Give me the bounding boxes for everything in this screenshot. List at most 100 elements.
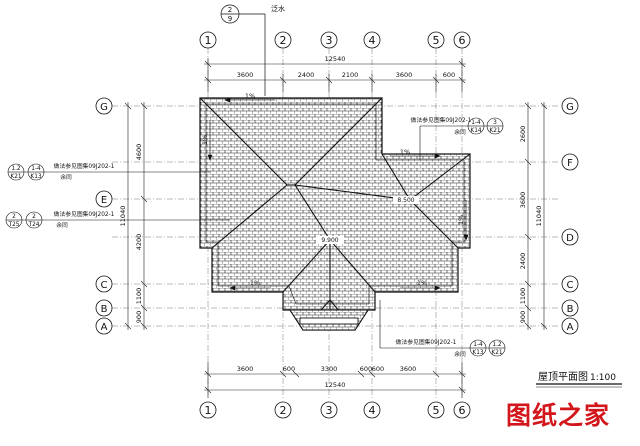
bottom-dim-4: 600 bbox=[360, 365, 372, 373]
left-note-1-tail: 余同 bbox=[60, 173, 72, 181]
left-note-2-ref-sheet: T25 bbox=[8, 222, 20, 228]
bottom-bubble-1 bbox=[199, 401, 217, 419]
left-bubble-G bbox=[95, 97, 113, 115]
slope-label-6: 1% bbox=[457, 215, 465, 225]
elevation-2: 8.500 bbox=[397, 197, 414, 204]
bottom-dim-1: 3600 bbox=[237, 365, 254, 373]
top-detail-callout bbox=[220, 4, 266, 96]
right-dim-4: 1100 bbox=[519, 288, 527, 305]
left-note-2-tail: 余同 bbox=[56, 221, 68, 229]
right-overall-dim: 11040 bbox=[535, 206, 543, 227]
left-row-bubbles bbox=[95, 97, 113, 335]
top-bubble-6 bbox=[453, 31, 471, 49]
left-bubble-B bbox=[95, 299, 113, 317]
top-detail-sheet: 9 bbox=[228, 15, 232, 23]
top-column-bubbles bbox=[199, 31, 471, 49]
bottom-bubble-3-label: 3 bbox=[326, 404, 333, 417]
top-detail-num: 2 bbox=[228, 6, 232, 14]
top-bubble-6-label: 6 bbox=[459, 34, 466, 47]
left-note-2-ref2: 2 bbox=[32, 214, 36, 220]
roof-ridges bbox=[199, 97, 471, 331]
top-bubble-3-label: 3 bbox=[326, 34, 333, 47]
left-note-2-text: 做法参见图集09J202-1 bbox=[54, 210, 115, 218]
top-dim-1: 3600 bbox=[237, 71, 254, 79]
watermark-logo: 图纸之家 bbox=[506, 401, 611, 430]
left-note-1-ref: 1.2 bbox=[11, 166, 21, 172]
slope-label-1: 1% bbox=[245, 92, 255, 100]
bottom-note-ref: 1-4 bbox=[473, 342, 483, 348]
slope-label-2: 1% bbox=[400, 148, 410, 156]
top-dim-2: 2400 bbox=[298, 71, 315, 79]
right-bubble-D-label: D bbox=[566, 233, 574, 244]
left-bubble-E-label: E bbox=[101, 195, 107, 206]
left-overall-dim: 11040 bbox=[119, 206, 127, 227]
right-note-ref2-sheet: K21 bbox=[489, 128, 500, 134]
left-note-1-text: 做法参见图集09J202-1 bbox=[54, 162, 115, 170]
bottom-bubble-6-label: 6 bbox=[459, 404, 466, 417]
right-dim-1: 2600 bbox=[519, 126, 527, 143]
right-dimension-lines bbox=[524, 102, 548, 330]
elevation-markers: 9.900 8.500 bbox=[316, 196, 419, 244]
top-dim-5: 600 bbox=[443, 71, 455, 79]
right-dim-5: 900 bbox=[519, 311, 527, 323]
left-bubble-G-label: G bbox=[100, 102, 108, 113]
bottom-column-bubbles bbox=[199, 401, 471, 419]
top-bubble-4-label: 4 bbox=[369, 34, 376, 47]
right-note-ref-sheet: K14 bbox=[470, 128, 481, 134]
bottom-note-ref-sheet: K13 bbox=[472, 350, 483, 356]
slope-label-3: 1% bbox=[250, 279, 260, 287]
top-bubble-1-label: 1 bbox=[205, 34, 212, 47]
top-bubble-2 bbox=[274, 31, 292, 49]
right-note-callout bbox=[419, 117, 504, 160]
right-bubble-B bbox=[561, 299, 579, 317]
right-bubble-G-label: G bbox=[566, 102, 574, 113]
right-bubble-G bbox=[561, 97, 579, 115]
top-bubble-2-label: 2 bbox=[280, 34, 287, 47]
top-dim-3: 2100 bbox=[342, 71, 359, 79]
bottom-note-tail: 余同 bbox=[454, 350, 466, 358]
left-note-2-ref: 2 bbox=[12, 214, 16, 220]
right-dim-2: 3600 bbox=[519, 192, 527, 209]
right-note-ref: 1-4 bbox=[471, 120, 481, 126]
right-note-tail: 余同 bbox=[454, 128, 466, 136]
top-bubble-4 bbox=[363, 31, 381, 49]
left-bubble-A bbox=[95, 317, 113, 335]
drawing-scale: 1:100 bbox=[590, 373, 616, 383]
bottom-dimension-lines bbox=[204, 362, 466, 398]
right-bubble-A bbox=[561, 317, 579, 335]
bottom-bubble-3 bbox=[320, 401, 338, 419]
bottom-bubble-2 bbox=[274, 401, 292, 419]
left-bubble-B-label: B bbox=[101, 304, 108, 315]
drawing-title-block: 屋顶平面图 1:100 bbox=[536, 371, 622, 388]
slope-arrows bbox=[207, 97, 469, 291]
drawing-title: 屋顶平面图 bbox=[538, 371, 588, 383]
roof-outline bbox=[199, 97, 471, 331]
slope-label-5: 1% bbox=[201, 135, 209, 145]
left-dim-2: 4200 bbox=[135, 234, 143, 251]
left-bubble-C-label: C bbox=[101, 280, 108, 291]
right-bubble-C bbox=[561, 275, 579, 293]
left-dim-4: 900 bbox=[135, 311, 143, 323]
left-note-1-callout bbox=[7, 163, 210, 181]
left-dimension-lines bbox=[124, 102, 148, 330]
bottom-note-ref2-sheet: K21 bbox=[491, 350, 502, 356]
top-bubble-3 bbox=[320, 31, 338, 49]
bottom-bubble-4-label: 4 bbox=[369, 404, 376, 417]
elevation-1: 9.900 bbox=[321, 237, 338, 244]
left-bubble-C bbox=[95, 275, 113, 293]
front-dormer bbox=[289, 309, 369, 331]
top-bubble-5 bbox=[427, 31, 445, 49]
bottom-bubble-6 bbox=[453, 401, 471, 419]
bottom-dim-3: 3300 bbox=[321, 365, 338, 373]
right-note-ref2: 3 bbox=[493, 120, 497, 126]
bottom-dim-2: 600 bbox=[283, 365, 295, 373]
left-note-1-ref2: 1-4 bbox=[31, 166, 41, 172]
left-bubble-A-label: A bbox=[101, 322, 108, 333]
left-note-1-ref-sheet: K21 bbox=[10, 174, 21, 180]
right-bubble-B-label: B bbox=[567, 304, 574, 315]
right-bubble-D bbox=[561, 228, 579, 246]
slope-label-4: 1% bbox=[417, 279, 427, 287]
top-bubble-1 bbox=[199, 31, 217, 49]
right-dim-3: 2400 bbox=[519, 253, 527, 270]
